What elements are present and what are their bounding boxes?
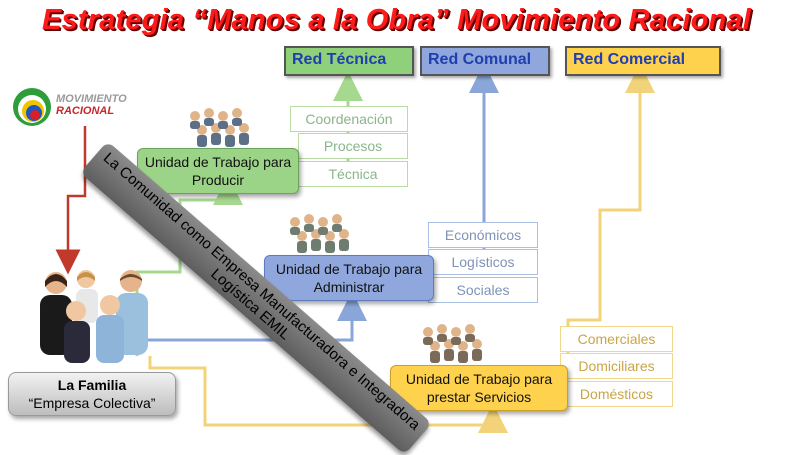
- comercial-item-comerciales: Comerciales: [560, 326, 673, 352]
- unit-administrar: Unidad de Trabajo para Administrar: [264, 255, 434, 301]
- logo-line1: MOVIMIENTO: [56, 93, 127, 105]
- comercial-item-domesticos: Domésticos: [560, 381, 673, 407]
- comunal-item-logisticos: Logísticos: [428, 249, 538, 275]
- family-subtitle: “Empresa Colectiva”: [28, 395, 156, 411]
- comercial-item-domiciliares: Domiciliares: [560, 353, 673, 379]
- red-comercial-header: Red Comercial: [565, 46, 721, 76]
- logo-to-family-arrow: [55, 126, 87, 275]
- team-people-icon: [423, 324, 482, 363]
- tecnica-item-tecnica: Técnica: [298, 161, 408, 187]
- blue-connector: [137, 291, 367, 342]
- unit-servicios: Unidad de Trabajo para prestar Servicios: [390, 365, 568, 411]
- comunal-item-economicos: Económicos: [428, 222, 538, 248]
- movimiento-racional-logo: MOVIMIENTO RACIONAL: [10, 85, 150, 129]
- family-photo: [40, 270, 148, 363]
- page-title: Estrategia “Manos a la Obra” Movimiento …: [42, 4, 751, 36]
- red-comunal-header: Red Comunal: [420, 46, 550, 76]
- yellow-connector: [148, 356, 508, 433]
- red-tecnica-header: Red Técnica: [284, 46, 414, 76]
- yellow-connector: [566, 63, 655, 360]
- comunal-item-sociales: Sociales: [428, 277, 538, 303]
- family-title: La Familia: [57, 377, 127, 393]
- team-people-icon: [290, 214, 349, 253]
- logo-rings-icon: [13, 88, 51, 126]
- team-people-icon: [190, 108, 249, 147]
- unit-producir: Unidad de Trabajo para Producir: [137, 148, 299, 194]
- tecnica-item-procesos: Procesos: [298, 133, 408, 159]
- logo-line2: RACIONAL: [56, 105, 115, 117]
- tecnica-item-coordenacion: Coordenación: [290, 106, 408, 132]
- family-label: La Familia “Empresa Colectiva”: [8, 372, 176, 416]
